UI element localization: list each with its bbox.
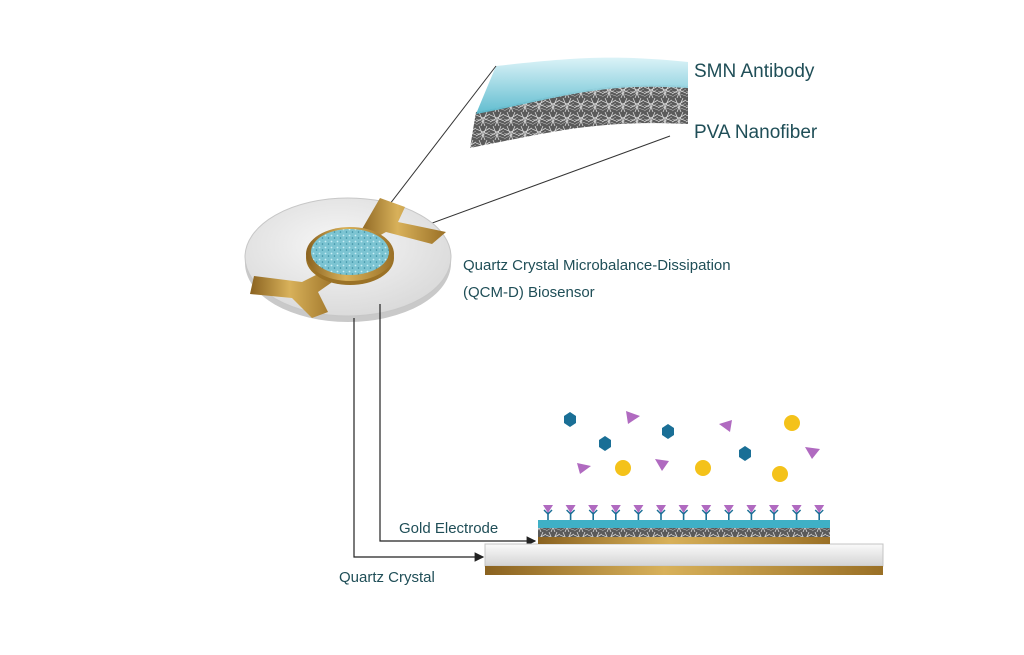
sensor-title-line2: (QCM-D) Biosensor xyxy=(463,284,595,301)
pva-nanofiber-layer xyxy=(538,528,830,537)
antibody-y-icon xyxy=(565,505,576,520)
electrode-leader-line xyxy=(379,304,537,546)
antibody-y-icon xyxy=(588,505,599,520)
gold-electrode-label: Gold Electrode xyxy=(399,520,498,537)
smn-antibody-label: SMN Antibody xyxy=(694,61,815,82)
hexagon-particle-icon xyxy=(564,412,576,427)
hexagon-particle-icon xyxy=(599,436,611,451)
antibody-coating-layer xyxy=(538,520,830,528)
circle-particle-icon xyxy=(772,466,788,482)
circle-particle-icon xyxy=(695,460,711,476)
antibody-y-icon xyxy=(678,505,689,520)
gold-electrode-layer xyxy=(538,537,830,544)
antibody-y-icon xyxy=(769,505,779,520)
triangle-particle-icon xyxy=(626,411,640,424)
antibody-y-icon xyxy=(701,505,712,520)
triangle-particle-icon xyxy=(655,459,669,471)
circle-particle-icon xyxy=(615,460,631,476)
antibody-y-icon xyxy=(746,505,757,520)
antibody-y-icon xyxy=(610,505,621,520)
pva-nanofiber-label: PVA Nanofiber xyxy=(694,122,818,143)
qcm-sensor-disc xyxy=(244,197,452,322)
antibody-y-icon xyxy=(723,505,734,520)
nanofiber-layer xyxy=(470,84,688,148)
electrode-arm-top xyxy=(358,198,446,244)
triangle-particle-icon xyxy=(719,420,732,432)
antibody-y-icon xyxy=(814,505,825,520)
sensing-area xyxy=(311,229,389,275)
bottom-gold-layer xyxy=(485,566,883,575)
quartz-crystal-label: Quartz Crystal xyxy=(339,569,435,586)
electrode-arm-left xyxy=(250,268,338,318)
antibody-y-icon xyxy=(633,505,644,520)
antibody-layer xyxy=(476,57,688,114)
antibody-y-icon xyxy=(543,505,553,520)
quartz-crystal-slab xyxy=(484,543,884,567)
circle-particle-icon xyxy=(784,415,800,431)
sensor-title-line1: Quartz Crystal Microbalance-Dissipation xyxy=(463,257,731,274)
antibody-y-icon xyxy=(791,505,802,520)
hexagon-particle-icon xyxy=(662,424,674,439)
layer-inset xyxy=(470,57,688,148)
triangle-particle-icon xyxy=(577,463,591,474)
antibody-row xyxy=(543,505,825,520)
antibody-y-icon xyxy=(656,505,666,520)
quartz-leader-line xyxy=(353,318,485,562)
analyte-particles xyxy=(564,411,820,482)
cross-section xyxy=(484,505,884,575)
hexagon-particle-icon xyxy=(739,446,751,461)
triangle-particle-icon xyxy=(805,447,820,459)
